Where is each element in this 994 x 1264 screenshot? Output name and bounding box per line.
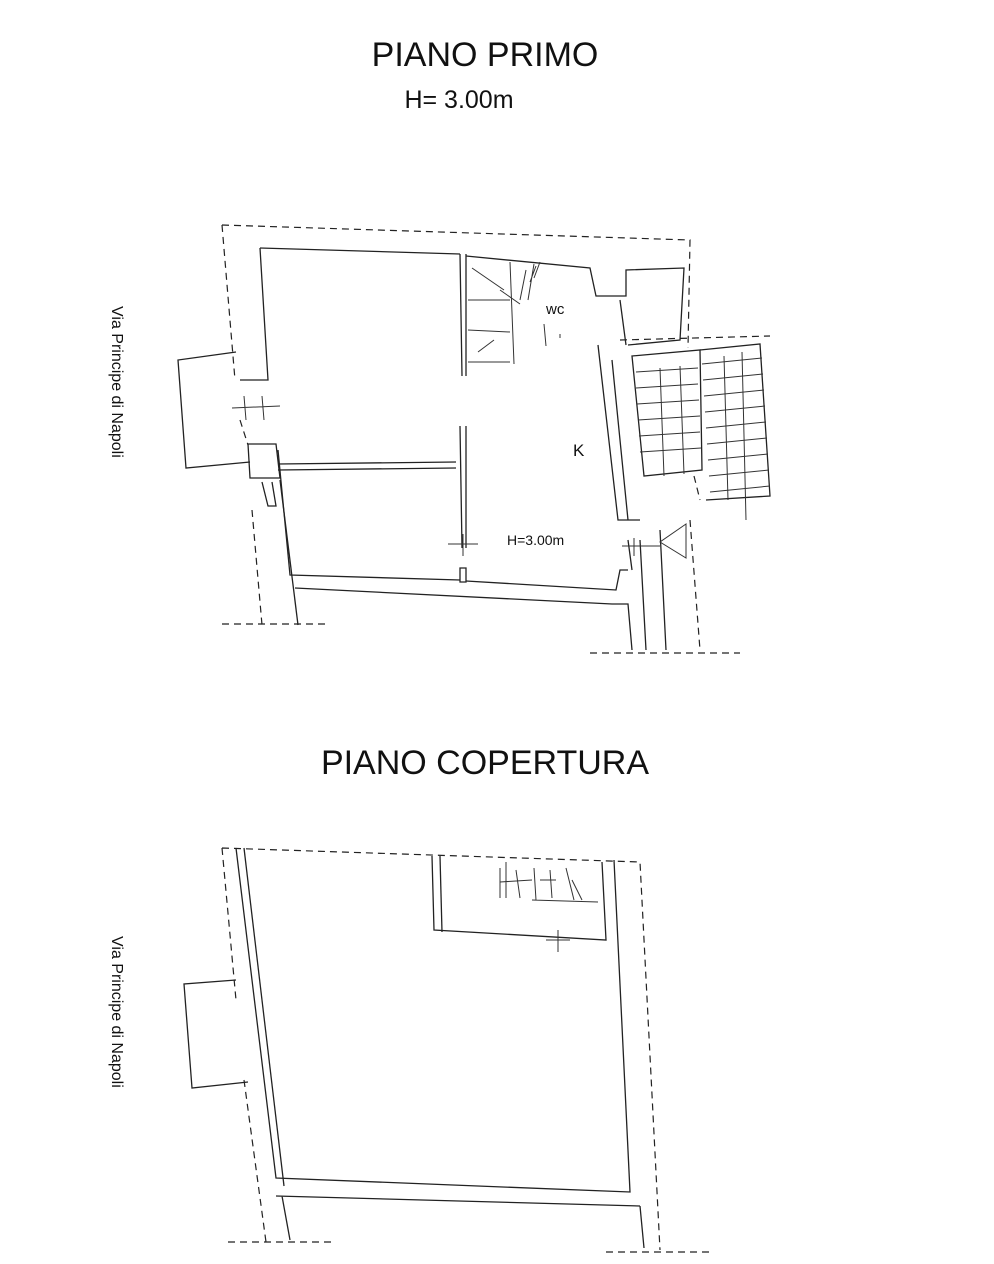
external-stair-outline-2 xyxy=(699,343,771,501)
roof-street-line xyxy=(228,1241,712,1253)
inner-wall-top-left xyxy=(259,247,461,255)
roof-left-balcony xyxy=(183,979,249,1089)
door-mark-central xyxy=(448,534,478,556)
room-label-wc: wc xyxy=(545,301,565,318)
roof-stair-head xyxy=(431,855,607,941)
roof-floor-plan xyxy=(183,847,712,1253)
inner-wall-right-lower xyxy=(627,529,667,651)
first-floor-height-note: H= 3.00m xyxy=(404,86,514,114)
first-floor-street-label: Via Principe di Napoli xyxy=(108,306,125,458)
central-partition xyxy=(459,253,467,583)
roof-inner-boundary xyxy=(235,847,631,1193)
roof-inner-boundary-2 xyxy=(243,847,285,1187)
roof-bottom-edge xyxy=(275,1195,645,1249)
inner-wall-bottom xyxy=(465,569,628,591)
external-stair-stringers xyxy=(659,351,747,521)
horizontal-partition xyxy=(277,461,457,471)
outer-boundary-left xyxy=(221,224,263,626)
stair-first-floor xyxy=(467,261,521,365)
left-pillar xyxy=(247,443,281,479)
left-wall-ticks xyxy=(231,395,281,421)
inner-wall-k-right xyxy=(597,344,640,521)
inner-wall-bottom-outer xyxy=(294,587,633,651)
first-floor-title: PIANO PRIMO xyxy=(371,36,599,74)
roof-stair-head-inner xyxy=(439,855,443,933)
inner-wall-left-outer xyxy=(279,479,299,626)
roof-floor-street-label: Via Principe di Napoli xyxy=(108,936,125,1088)
roof-stair-treads xyxy=(499,862,599,903)
room-height-label: H=3.00m xyxy=(507,532,564,548)
first-floor-plan xyxy=(177,224,771,654)
left-small-box xyxy=(261,481,277,507)
door-mark-right xyxy=(622,538,660,556)
roof-outer-boundary xyxy=(221,847,661,1251)
outer-boundary-top xyxy=(221,224,691,349)
roof-door-mark xyxy=(546,930,570,952)
roof-floor-title: PIANO COPERTURA xyxy=(320,744,650,782)
inner-wall-k-right-2 xyxy=(611,299,629,521)
entry-arrow xyxy=(659,523,687,559)
left-balcony xyxy=(177,351,251,469)
external-stair-treads xyxy=(635,357,771,493)
stair-arrows xyxy=(519,261,541,301)
inner-wall-wc-top xyxy=(465,255,685,346)
right-boundary xyxy=(689,519,701,651)
room-label-k: K xyxy=(573,441,585,460)
wc-fixtures xyxy=(543,323,561,347)
inner-wall-left-upper xyxy=(240,247,269,381)
external-stair-dashed xyxy=(619,335,771,501)
